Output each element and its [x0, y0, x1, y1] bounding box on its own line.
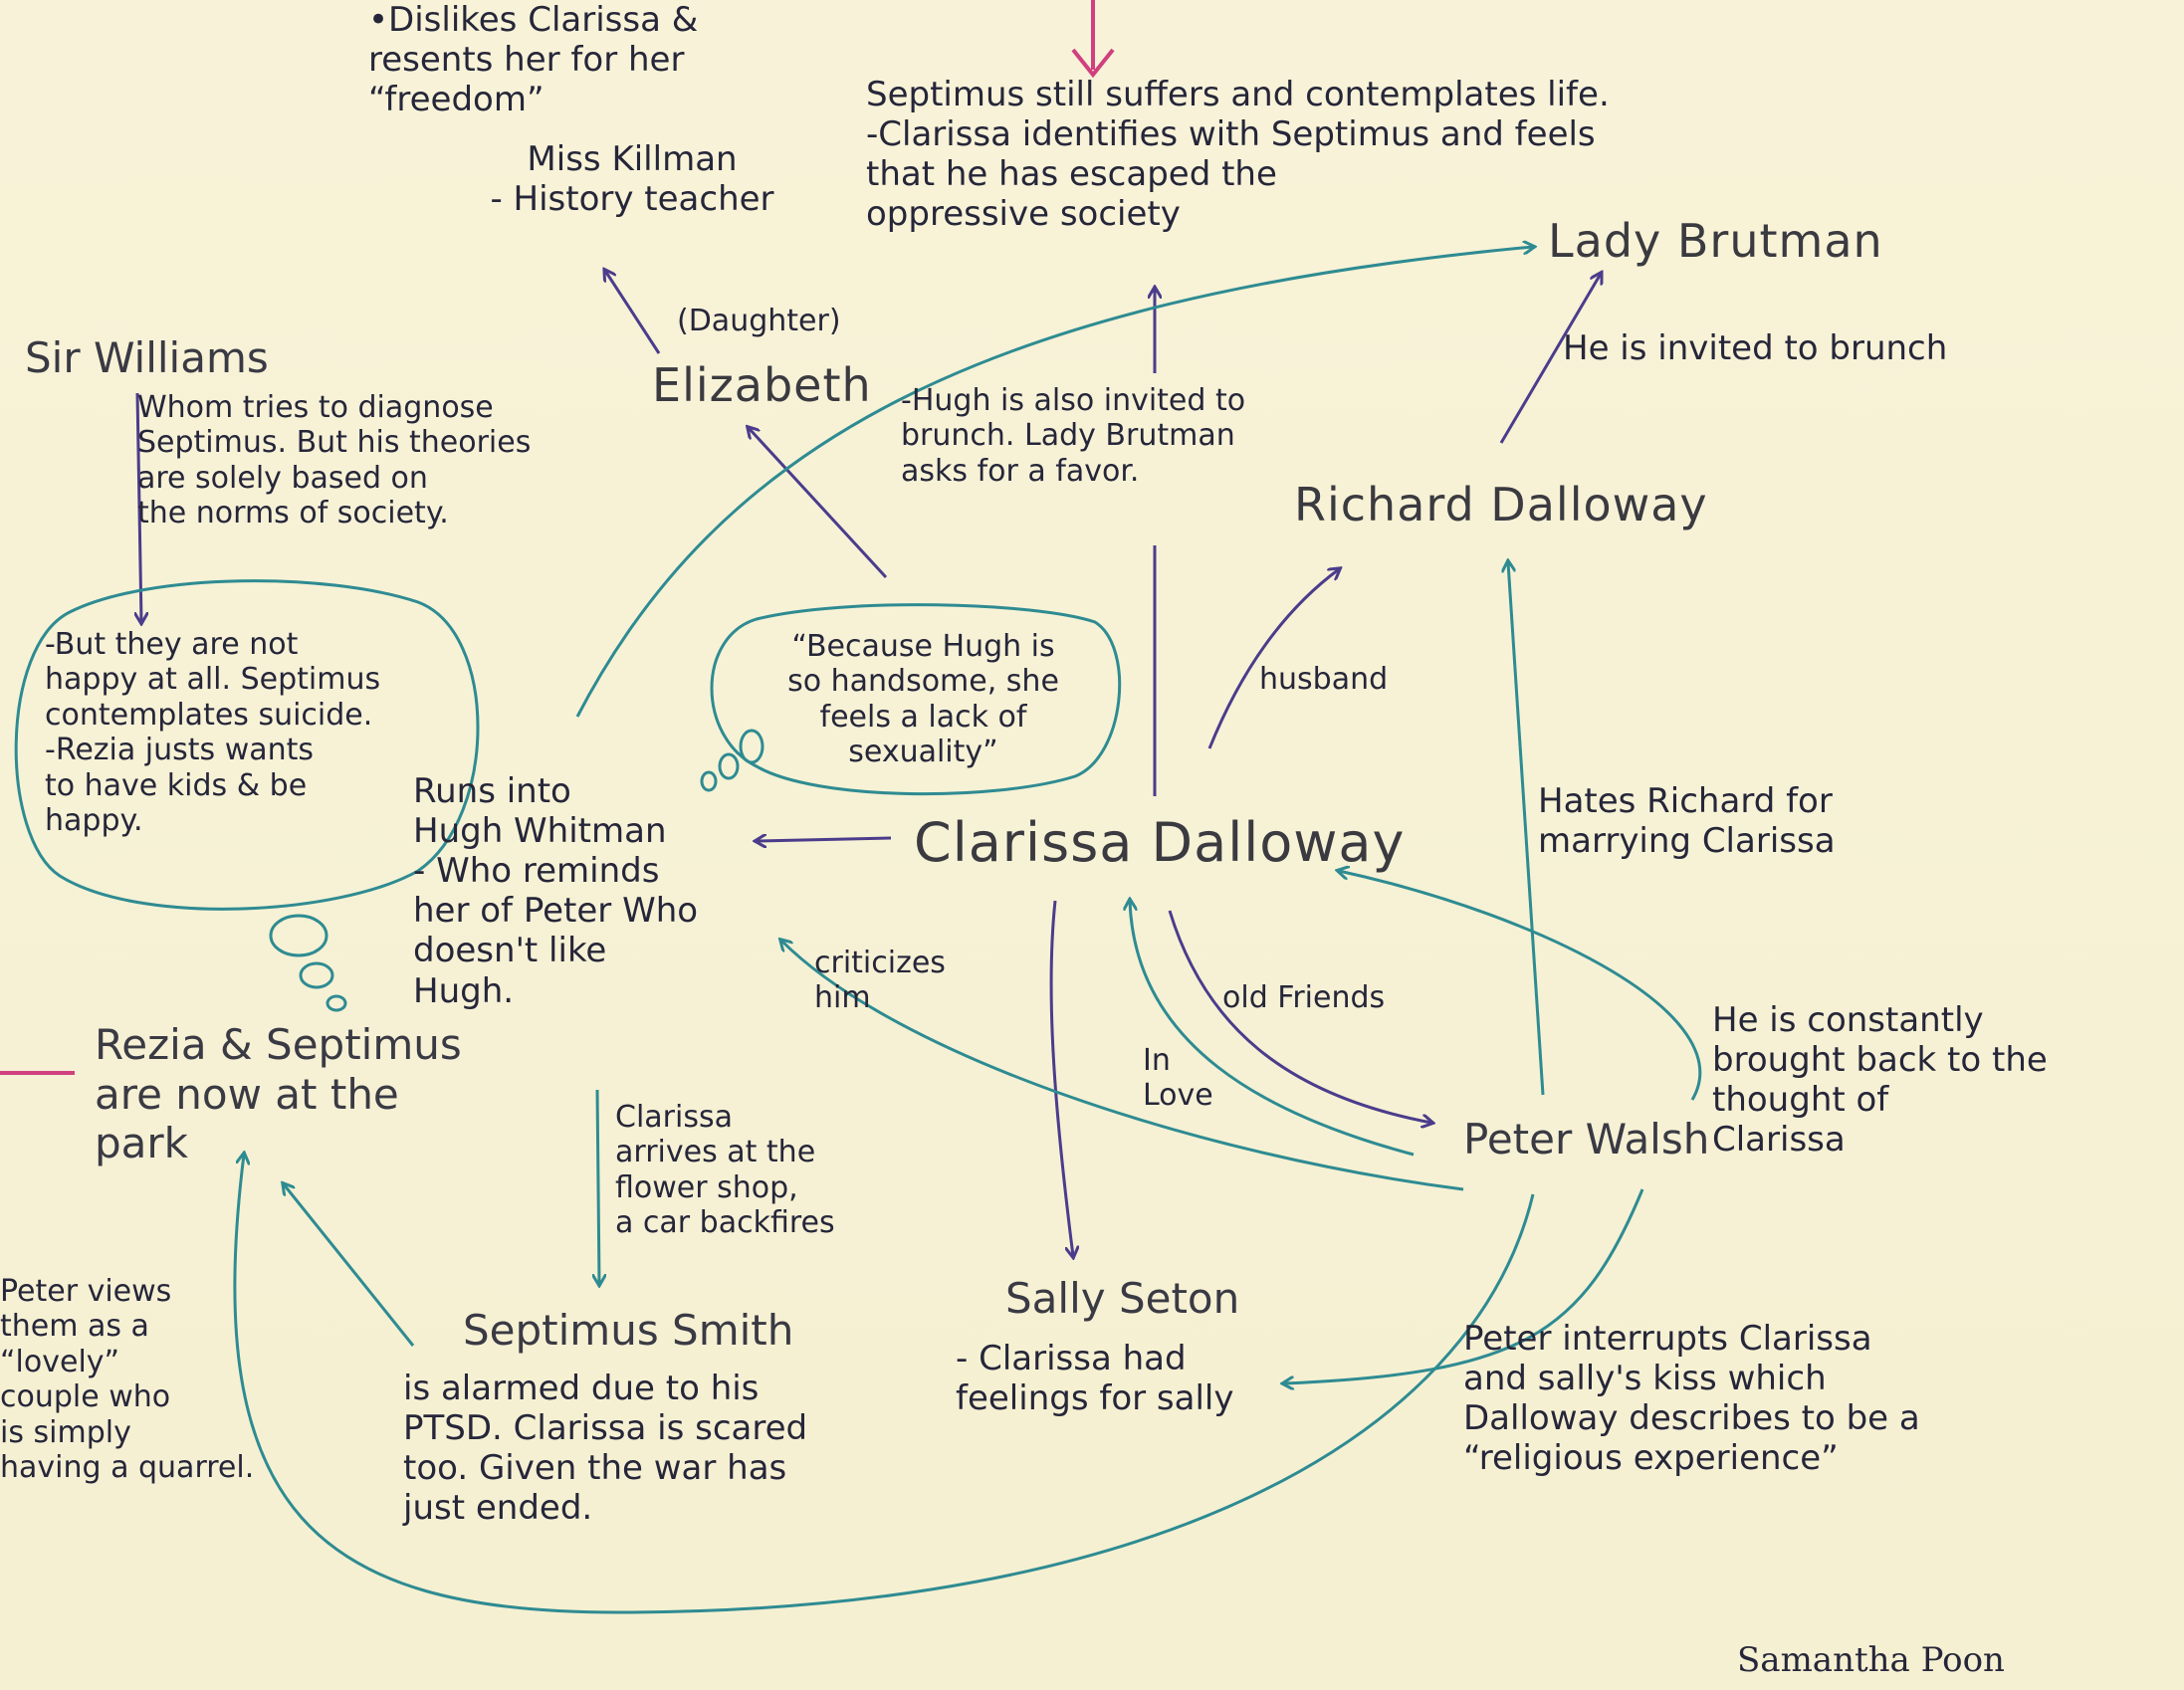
lady-brutman-node: Lady Brutman — [1548, 214, 1883, 268]
old-friends-label: old Friends — [1222, 980, 1386, 1015]
daughter-label: (Daughter) — [677, 304, 841, 338]
elizabeth-node: Elizabeth — [652, 358, 872, 412]
peter-walsh-node: Peter Walsh — [1463, 1115, 1710, 1163]
edge-clarissa-peter-friends — [1168, 910, 1431, 1123]
edge-clarissa-sally — [1049, 900, 1073, 1256]
thought-dot-medium — [299, 961, 334, 989]
sally-feelings-note: - Clarissa had feelings for sally — [956, 1339, 1234, 1419]
husband-label: husband — [1259, 662, 1389, 697]
sir-williams-desc: Whom tries to diagnose Septimus. But his… — [137, 390, 532, 531]
edge-sir-williams-bubble — [137, 392, 141, 622]
septimus-smith-node: Septimus Smith — [463, 1306, 794, 1355]
runs-into-hugh-note: Runs into Hugh Whitman - Who reminds her… — [413, 771, 699, 1011]
bubble-hugh — [710, 603, 1122, 796]
edge-clarissa-hugh — [757, 838, 892, 841]
invited-brunch-note: He is invited to brunch — [1563, 328, 1948, 368]
edge-peter-richard — [1508, 562, 1545, 1096]
edge-clarissa-richard — [1207, 569, 1339, 749]
thought-dot-o2 — [718, 752, 740, 780]
peter-views-note: Peter views them as a “lovely” couple wh… — [0, 1274, 255, 1485]
edge-peter-clarissa-loop — [1339, 871, 1702, 1101]
septimus-alarmed-note: is alarmed due to his PTSD. Clarissa is … — [403, 1369, 808, 1529]
edge-bubble-brutman — [575, 247, 1533, 718]
hugh-brunch-note: -Hugh is also invited to brunch. Lady Br… — [901, 383, 1246, 489]
miss-killman-node: Miss Killman - History teacher — [490, 139, 774, 220]
richard-dalloway-node: Richard Dalloway — [1294, 478, 1708, 531]
killman-dislikes-note: •Dislikes Clarissa & resents her for her… — [368, 0, 699, 120]
sir-williams-node: Sir Williams — [25, 333, 269, 382]
edge-peter-hugh — [781, 941, 1464, 1191]
in-love-label: In Love — [1143, 1043, 1213, 1114]
edge-hugh-septimus — [597, 1089, 599, 1284]
pink-arrowhead-top — [1071, 48, 1115, 79]
criticizes-label: criticizes him — [814, 946, 946, 1016]
rezia-septimus-park-node: Rezia & Septimus are now at the park — [95, 1020, 462, 1168]
edge-richard-brutman — [1499, 274, 1601, 444]
bubble-hugh-text: “Because Hugh is so handsome, she feels … — [787, 629, 1059, 770]
constantly-note: He is constantly brought back to the tho… — [1712, 1000, 2048, 1161]
edge-peter-park — [233, 1155, 1535, 1614]
sally-seton-node: Sally Seton — [1005, 1274, 1240, 1323]
peter-interrupts-note: Peter interrupts Clarissa and sally's ki… — [1463, 1319, 1920, 1479]
signature: Samantha Poon — [1737, 1640, 2005, 1680]
bubble-not-happy-text: -But they are not happy at all. Septimus… — [45, 627, 381, 838]
clarissa-dalloway-node: Clarissa Dalloway — [914, 811, 1406, 874]
thought-dot-small — [326, 994, 347, 1012]
edge-clarissa-elizabeth — [749, 428, 888, 579]
edge-septimus-park — [284, 1184, 415, 1347]
edge-peter-sally — [1284, 1188, 1644, 1383]
edge-elizabeth-killman — [605, 271, 661, 354]
flower-shop-note: Clarissa arrives at the flower shop, a c… — [615, 1100, 835, 1241]
thought-dot-o1 — [739, 729, 764, 764]
bubble-not-happy — [14, 579, 480, 911]
thought-dot-large — [269, 914, 328, 957]
edge-peter-clarissa-love — [1130, 901, 1415, 1157]
thought-dot-o3 — [700, 770, 718, 792]
septimus-suffers-note: Septimus still suffers and contemplates … — [866, 75, 1610, 235]
hates-richard-note: Hates Richard for marrying Clarissa — [1538, 781, 1836, 862]
